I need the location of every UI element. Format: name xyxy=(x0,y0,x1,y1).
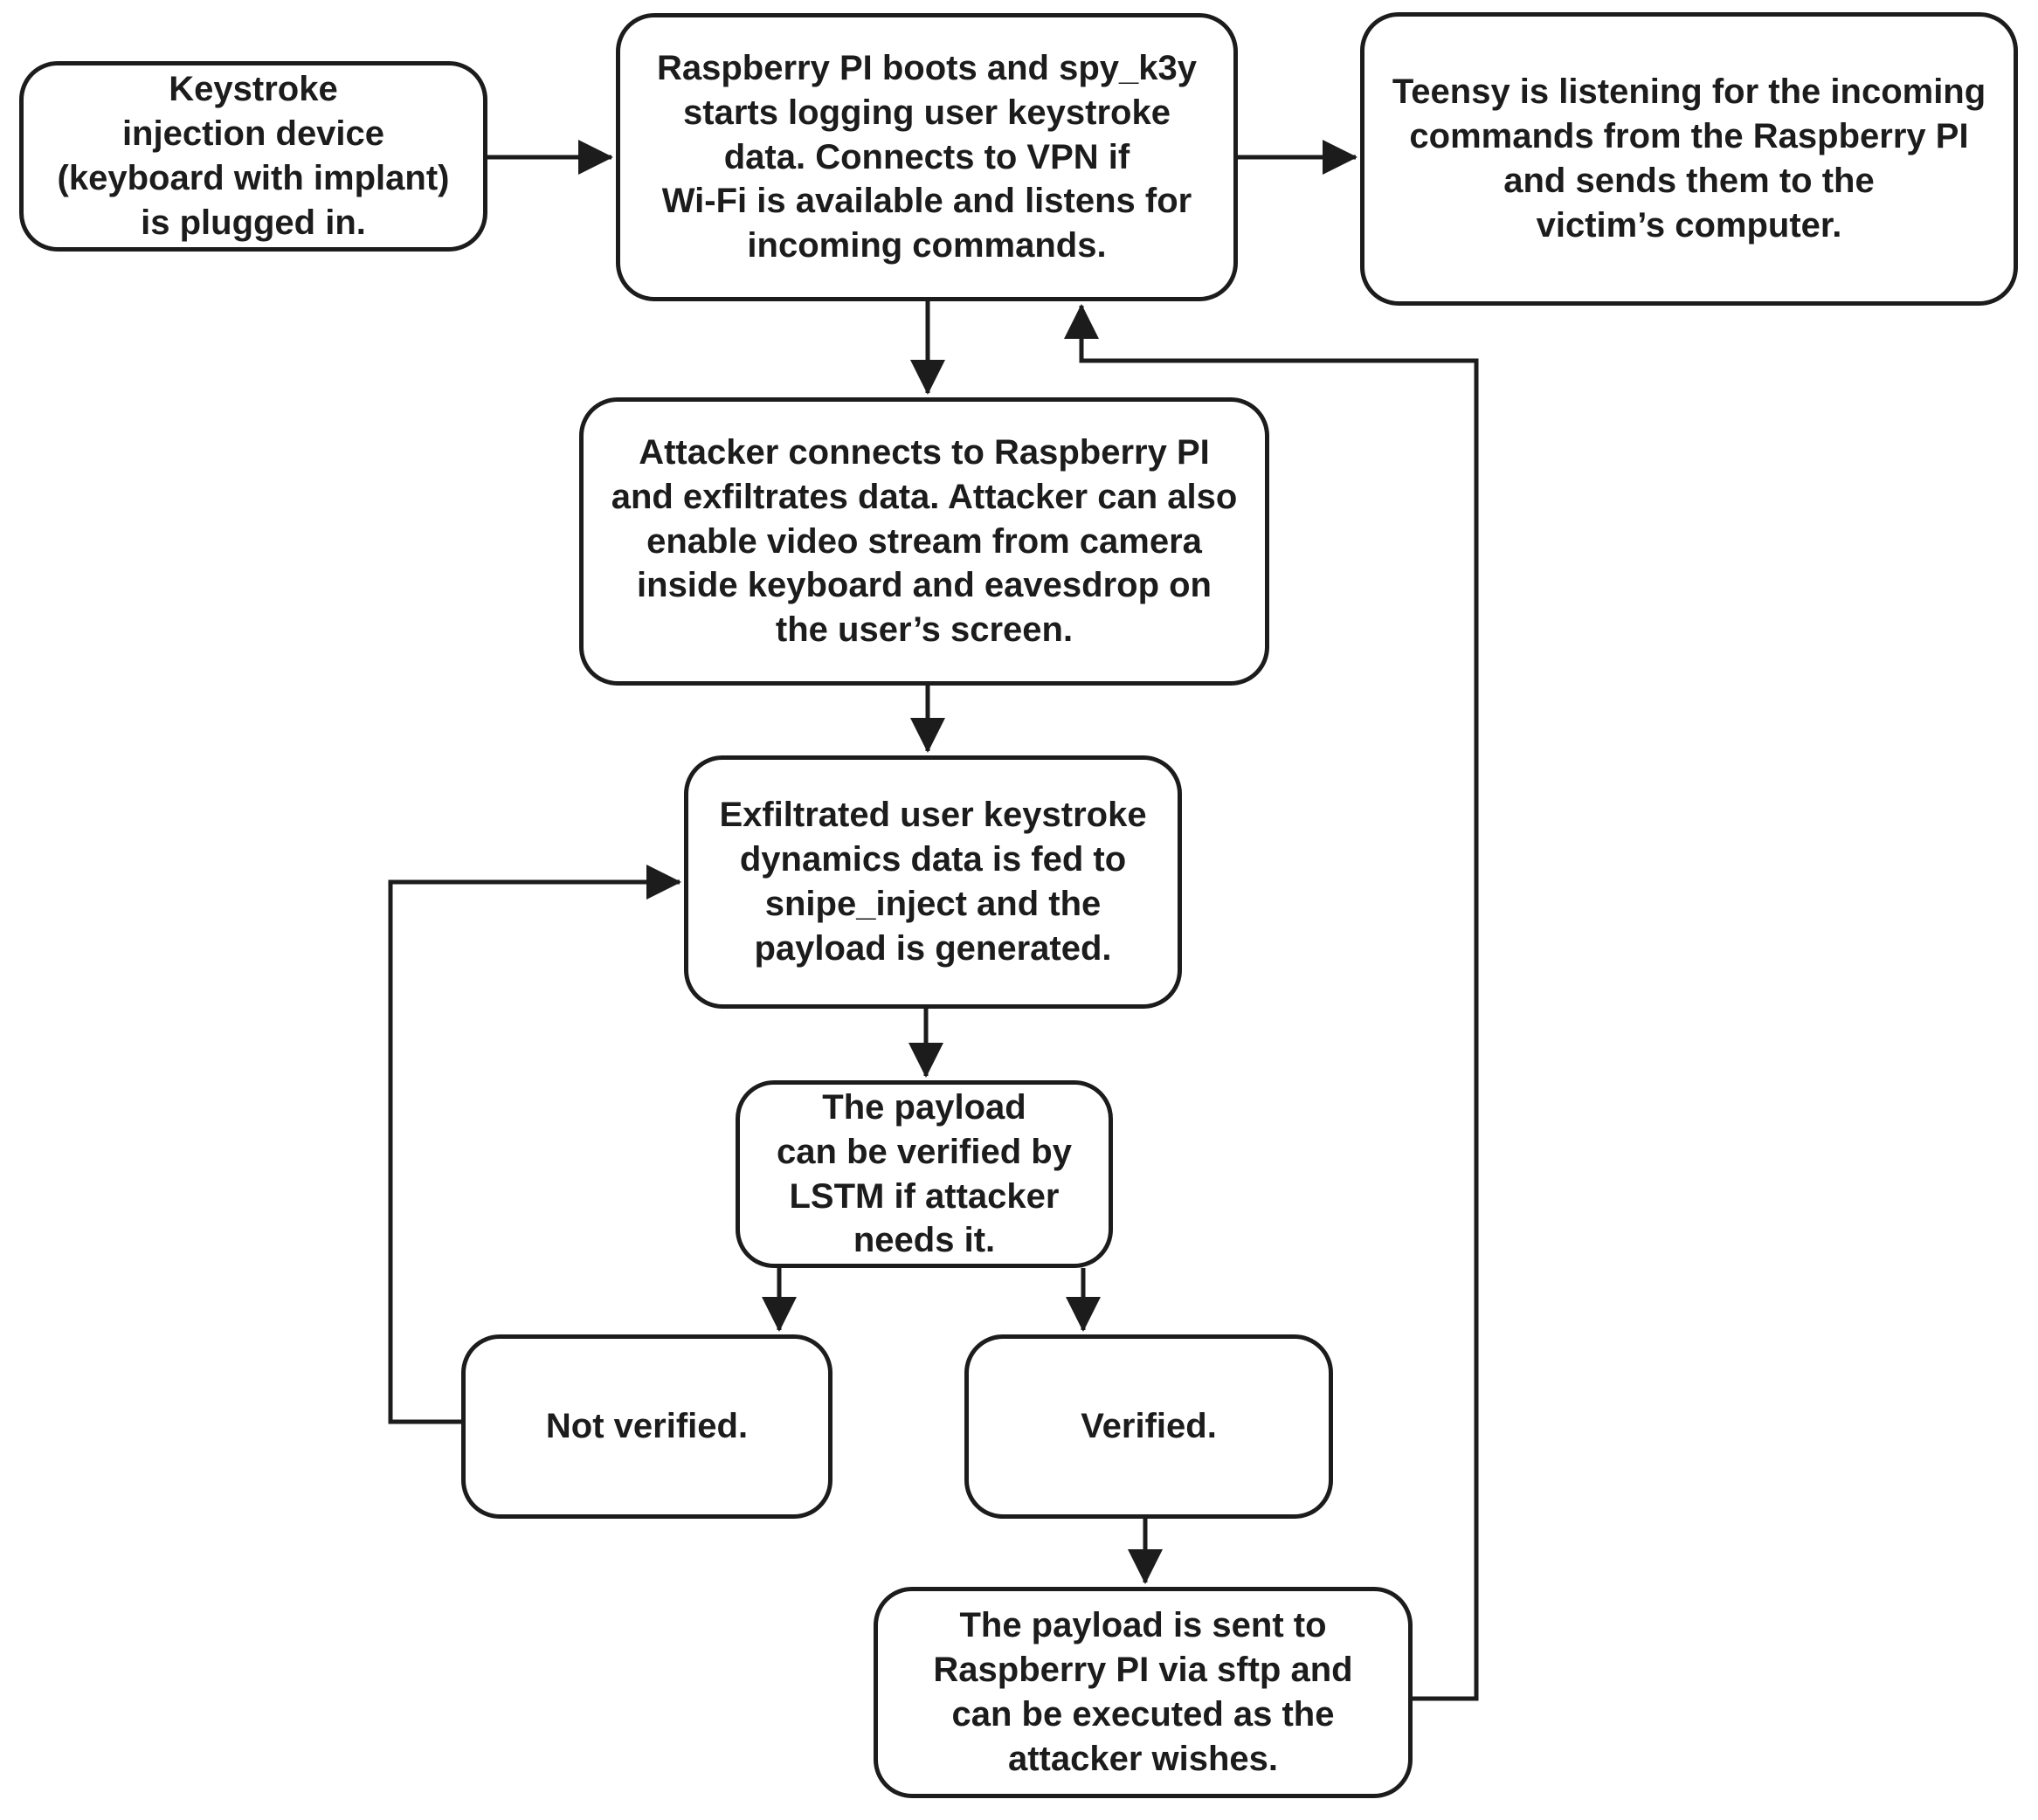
node-verified: Verified. xyxy=(964,1334,1333,1519)
edge-not-verified-to-snipe-inject xyxy=(388,865,681,1424)
node-not-verified: Not verified. xyxy=(461,1334,832,1519)
edge-payload-sent-to-raspberry xyxy=(1064,304,1479,1701)
node-raspberry-pi-boots: Raspberry PI boots and spy_k3y starts lo… xyxy=(616,13,1238,301)
node-teensy-listening: Teensy is listening for the incoming com… xyxy=(1360,12,2018,306)
node-lstm-verify: The payload can be verified by LSTM if a… xyxy=(736,1080,1113,1268)
node-attacker-connects: Attacker connects to Raspberry PI and ex… xyxy=(579,397,1269,686)
node-snipe-inject: Exfiltrated user keystroke dynamics data… xyxy=(684,755,1182,1009)
node-keystroke-device: Keystroke injection device (keyboard wit… xyxy=(19,61,487,252)
node-payload-sent: The payload is sent to Raspberry PI via … xyxy=(874,1587,1413,1798)
